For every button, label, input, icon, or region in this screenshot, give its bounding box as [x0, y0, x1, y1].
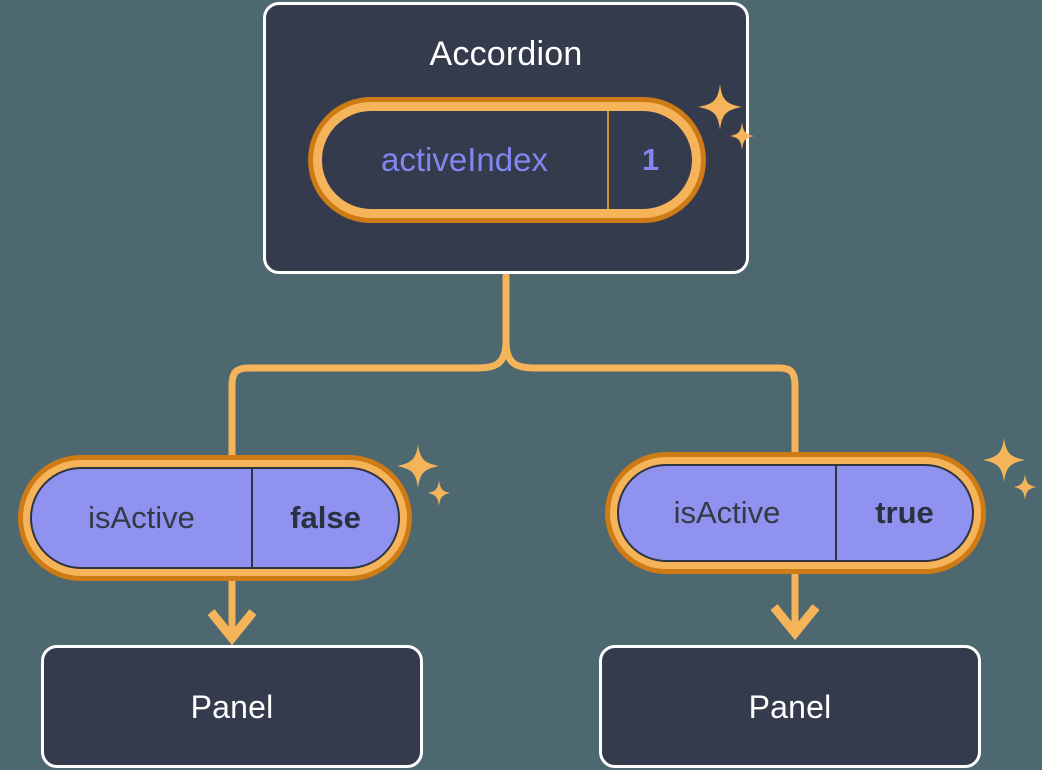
state-pill-value: 1 — [641, 142, 660, 177]
prop-pill-value: true — [875, 495, 934, 530]
arrow-down-icon-left — [207, 609, 257, 646]
arrow-down-icon-right — [770, 604, 820, 641]
panel-node-right[interactable]: Panel — [599, 645, 981, 768]
state-pill-active-index[interactable]: activeIndex 1 — [308, 97, 706, 223]
connector-branch-left — [228, 337, 510, 463]
sparkle-icon — [980, 436, 1038, 509]
connector-branch-right — [502, 337, 799, 459]
prop-pill-body: isActive true — [617, 464, 974, 562]
prop-pill-value: false — [290, 500, 361, 535]
panel-title: Panel — [748, 689, 832, 725]
prop-pill-body: isActive false — [30, 467, 400, 569]
state-pill-key: activeIndex — [322, 111, 609, 209]
panel-title: Panel — [190, 689, 274, 725]
prop-pill-key: isActive — [619, 466, 837, 560]
panel-node-left[interactable]: Panel — [41, 645, 423, 768]
prop-pill-is-active-true[interactable]: isActive true — [605, 452, 986, 574]
prop-pill-is-active-false[interactable]: isActive false — [18, 455, 412, 581]
prop-pill-key: isActive — [32, 469, 253, 567]
accordion-title: Accordion — [429, 35, 583, 73]
state-pill-body: activeIndex 1 — [320, 109, 694, 211]
